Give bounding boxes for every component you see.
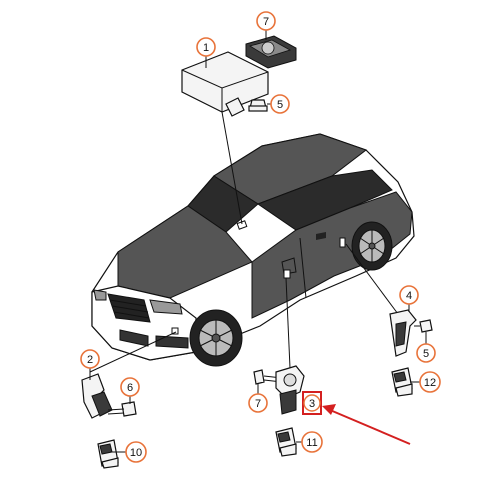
leader-lines xyxy=(89,111,399,373)
front-sensor-part xyxy=(81,373,113,419)
callout-10: 10 xyxy=(125,441,147,463)
connector-block-part xyxy=(245,35,297,69)
svg-text:12: 12 xyxy=(424,377,436,389)
callout-12: 12 xyxy=(419,371,441,393)
svg-text:7: 7 xyxy=(263,16,269,28)
svg-text:2: 2 xyxy=(87,354,93,366)
callout-9: 7 xyxy=(256,11,276,31)
car-illustration xyxy=(91,133,415,367)
svg-text:4: 4 xyxy=(406,290,412,302)
connector-part-11 xyxy=(275,427,297,457)
callout-5-right: 5 xyxy=(416,343,436,363)
connector-part-10 xyxy=(97,439,119,469)
callout-5-top: 5 xyxy=(270,94,290,114)
callout-7: 7 xyxy=(248,393,268,413)
side-sensor-part xyxy=(275,365,305,415)
nut-part-right xyxy=(414,319,433,333)
control-unit-part xyxy=(181,51,269,117)
svg-text:3: 3 xyxy=(309,398,315,410)
bolt-part-6 xyxy=(107,401,137,417)
svg-text:10: 10 xyxy=(130,447,142,459)
svg-text:5: 5 xyxy=(277,99,283,111)
svg-text:11: 11 xyxy=(306,437,317,449)
callout-3-highlighted: 3 xyxy=(302,391,322,415)
svg-text:5: 5 xyxy=(423,348,429,360)
callout-leaders xyxy=(89,30,427,453)
svg-text:1: 1 xyxy=(203,42,209,54)
svg-text:6: 6 xyxy=(127,382,133,394)
front-wheel xyxy=(189,309,243,367)
connector-part-12 xyxy=(391,367,413,397)
callout-2: 2 xyxy=(80,349,100,369)
callout-6: 6 xyxy=(120,377,140,397)
callout-11: 11 xyxy=(301,431,323,453)
svg-text:7: 7 xyxy=(255,398,261,410)
red-pointer-arrow xyxy=(322,404,411,445)
rear-sensor-part xyxy=(389,309,417,357)
callout-4: 4 xyxy=(399,285,419,305)
nut-part-top xyxy=(248,99,270,112)
callout-1: 1 xyxy=(196,37,216,57)
rear-wheel xyxy=(351,221,393,271)
